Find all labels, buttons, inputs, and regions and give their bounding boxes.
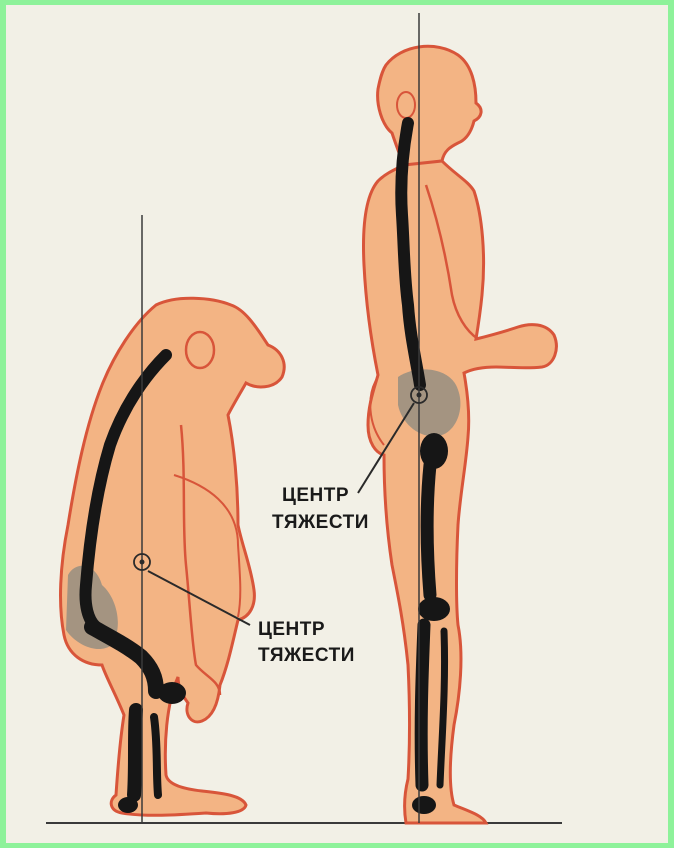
human-tibia <box>421 625 424 785</box>
human-figure <box>364 46 557 823</box>
human-center-of-gravity-dot <box>417 393 422 398</box>
human-head <box>378 46 481 167</box>
ape-foot-bone <box>118 797 138 813</box>
ape-tibia <box>134 710 136 795</box>
human-label-line1: ЦЕНТР <box>282 485 349 506</box>
ape-label-line1: ЦЕНТР <box>258 619 325 640</box>
human-foot-bone <box>412 796 436 814</box>
human-knee-joint <box>418 597 450 621</box>
ape-ear <box>186 332 214 368</box>
human-ear <box>397 92 415 118</box>
human-label-line2: ТЯЖЕСТИ <box>272 512 369 533</box>
human-body <box>364 161 557 823</box>
ape-center-of-gravity-dot <box>140 560 145 565</box>
human-femur <box>427 465 430 595</box>
posture-diagram: ЦЕНТР ТЯЖЕСТИ ЦЕНТР ТЯЖЕСТИ <box>6 5 668 843</box>
ape-figure <box>61 298 285 815</box>
ape-label-line2: ТЯЖЕСТИ <box>258 645 355 666</box>
illustration-frame: ЦЕНТР ТЯЖЕСТИ ЦЕНТР ТЯЖЕСТИ <box>6 5 668 843</box>
ape-knee-joint <box>158 682 186 704</box>
ape-fibula <box>154 717 158 795</box>
